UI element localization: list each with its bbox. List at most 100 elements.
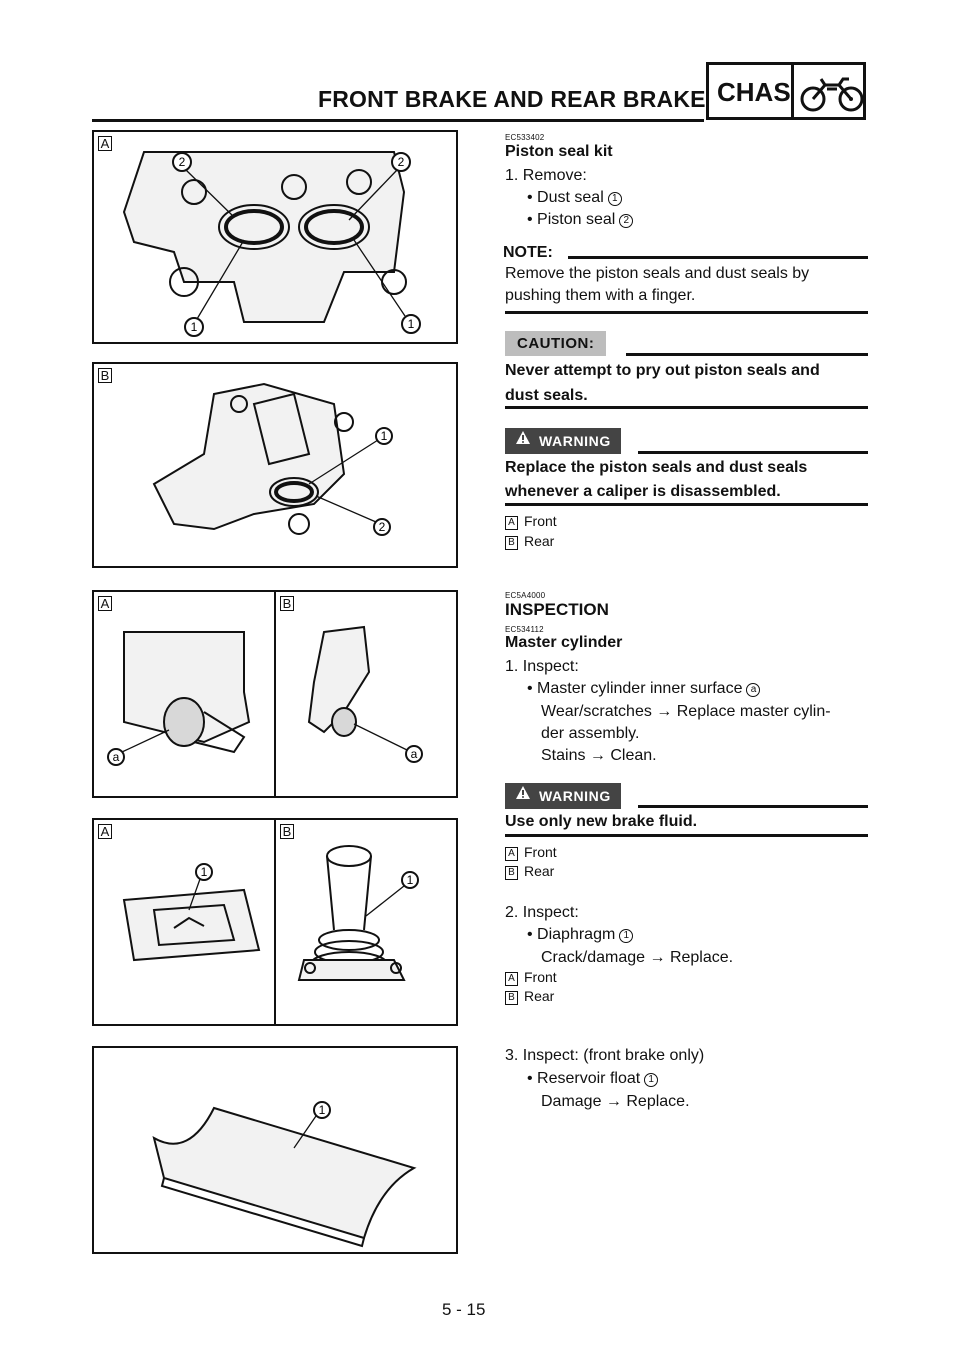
figure-label-right: B — [280, 824, 294, 839]
item-text: Dust seal — [537, 189, 604, 206]
caution-end-rule — [505, 406, 868, 409]
warning-end-rule — [505, 503, 868, 506]
section-tab: CHAS — [706, 62, 866, 120]
item-text: Piston seal — [537, 211, 616, 228]
legend-item: B Rear — [505, 863, 554, 880]
caution-rule — [626, 353, 868, 356]
figure-diaphragm: A B 1 1 — [92, 818, 458, 1026]
legend-item: A Front — [505, 513, 557, 530]
diaphragm-illustration: 1 1 — [122, 845, 419, 981]
legend-key: A — [505, 516, 518, 530]
warning-icon — [516, 431, 530, 444]
step-text: 3. Inspect: (front brake only) — [505, 1047, 705, 1064]
warning-text: Use only new brake fluid. — [505, 813, 698, 830]
caution-text: dust seals. — [505, 387, 588, 404]
note-text: Remove the piston seals and dust seals b… — [505, 265, 810, 282]
legend-item: B Rear — [505, 988, 554, 1005]
figure-label: B — [98, 368, 112, 383]
note-label: NOTE: — [503, 244, 553, 261]
callout-a-right: a — [411, 747, 418, 761]
figure-label: A — [98, 136, 112, 151]
figure-rear-caliper: B 1 2 — [92, 362, 458, 568]
item-text: Master cylinder inner surface — [537, 680, 743, 697]
master-cylinder-illustration: a a — [107, 625, 423, 766]
step-detail: Crack/damage → Replace. — [541, 949, 734, 966]
item-number: 1 — [644, 1073, 659, 1087]
warning-text: Replace the piston seals and dust seals — [505, 459, 808, 476]
section-label: CHAS — [717, 77, 791, 107]
legend-key: B — [505, 991, 518, 1005]
note-end-rule — [505, 311, 868, 314]
figure-master-cylinder-bores: A B a a — [92, 590, 458, 798]
warning-badge: WARNING — [505, 428, 621, 454]
float-illustration: 1 — [152, 1101, 417, 1248]
page-header-title: FRONT BRAKE AND REAR BRAKE — [318, 86, 706, 112]
callout-1-left: 1 — [201, 865, 208, 879]
warning-icon — [516, 786, 530, 799]
callout-1-right: 1 — [407, 873, 414, 887]
callout-2-left: 2 — [179, 155, 186, 169]
step-text: 1. Inspect: — [505, 658, 579, 675]
legend-item: A Front — [505, 844, 557, 861]
item-text: Diaphragm — [537, 926, 616, 943]
legend-text: Front — [524, 844, 557, 860]
note-rule — [568, 256, 868, 259]
subsection-code: EC534112 — [505, 625, 544, 634]
item-number: 2 — [619, 214, 634, 228]
legend-key: B — [505, 536, 518, 550]
legend-text: Front — [524, 969, 557, 985]
figure-divider — [274, 820, 276, 1024]
callout-2: 2 — [379, 520, 386, 534]
callout-1: 1 — [319, 1103, 326, 1117]
item-text: Reservoir float — [537, 1070, 641, 1087]
caution-text: Never attempt to pry out piston seals an… — [505, 362, 820, 379]
figure-reservoir-float: 1 — [92, 1046, 458, 1254]
legend-text: Rear — [524, 533, 555, 549]
warning-label: WARNING — [539, 788, 611, 804]
step-detail: Wear/scratches → Replace master cylin- — [541, 703, 831, 720]
header-rule — [92, 119, 704, 122]
section-title: Piston seal kit — [505, 143, 613, 160]
motorcycle-icon — [800, 77, 864, 112]
legend-text: Rear — [524, 863, 555, 879]
legend-text: Front — [524, 513, 557, 529]
legend-item: B Rear — [505, 533, 554, 550]
legend-item: A Front — [505, 969, 557, 986]
warning-badge: WARNING — [505, 783, 621, 809]
warning-end-rule — [505, 834, 868, 837]
subsection-title: Master cylinder — [505, 634, 623, 651]
legend-key: B — [505, 866, 518, 880]
caliper-illustration: 2 2 1 1 — [122, 151, 421, 337]
figure-label-left: A — [98, 824, 112, 839]
legend-key: A — [505, 972, 518, 986]
section-divider — [791, 65, 794, 117]
figure-divider — [274, 592, 276, 796]
item-number: 1 — [607, 192, 622, 206]
warning-label: WARNING — [539, 433, 611, 449]
page-number: 5 - 15 — [442, 1300, 486, 1319]
figure-front-caliper: A 2 2 1 1 — [92, 130, 458, 344]
step-text: 1. Remove: — [505, 167, 587, 184]
legend-text: Rear — [524, 988, 555, 1004]
step-text: 2. Inspect: — [505, 904, 579, 921]
warning-text: whenever a caliper is disassembled. — [505, 483, 781, 500]
callout-1: 1 — [381, 429, 388, 443]
step-detail: Stains → Clean. — [541, 747, 657, 764]
callout-1-left: 1 — [191, 320, 198, 334]
rear-caliper-illustration: 1 2 — [152, 382, 393, 536]
section-code: EC533402 — [505, 133, 545, 142]
item-number: 1 — [619, 929, 634, 943]
note-text: pushing them with a finger. — [505, 287, 696, 304]
callout-1-right: 1 — [408, 317, 415, 331]
figure-label-right: B — [280, 596, 294, 611]
step-detail: der assembly. — [541, 725, 640, 742]
callout-a-left: a — [113, 750, 120, 764]
section-title: INSPECTION — [505, 600, 609, 619]
warning-rule — [638, 805, 868, 808]
callout-2-right: 2 — [398, 155, 405, 169]
legend-key: A — [505, 847, 518, 861]
